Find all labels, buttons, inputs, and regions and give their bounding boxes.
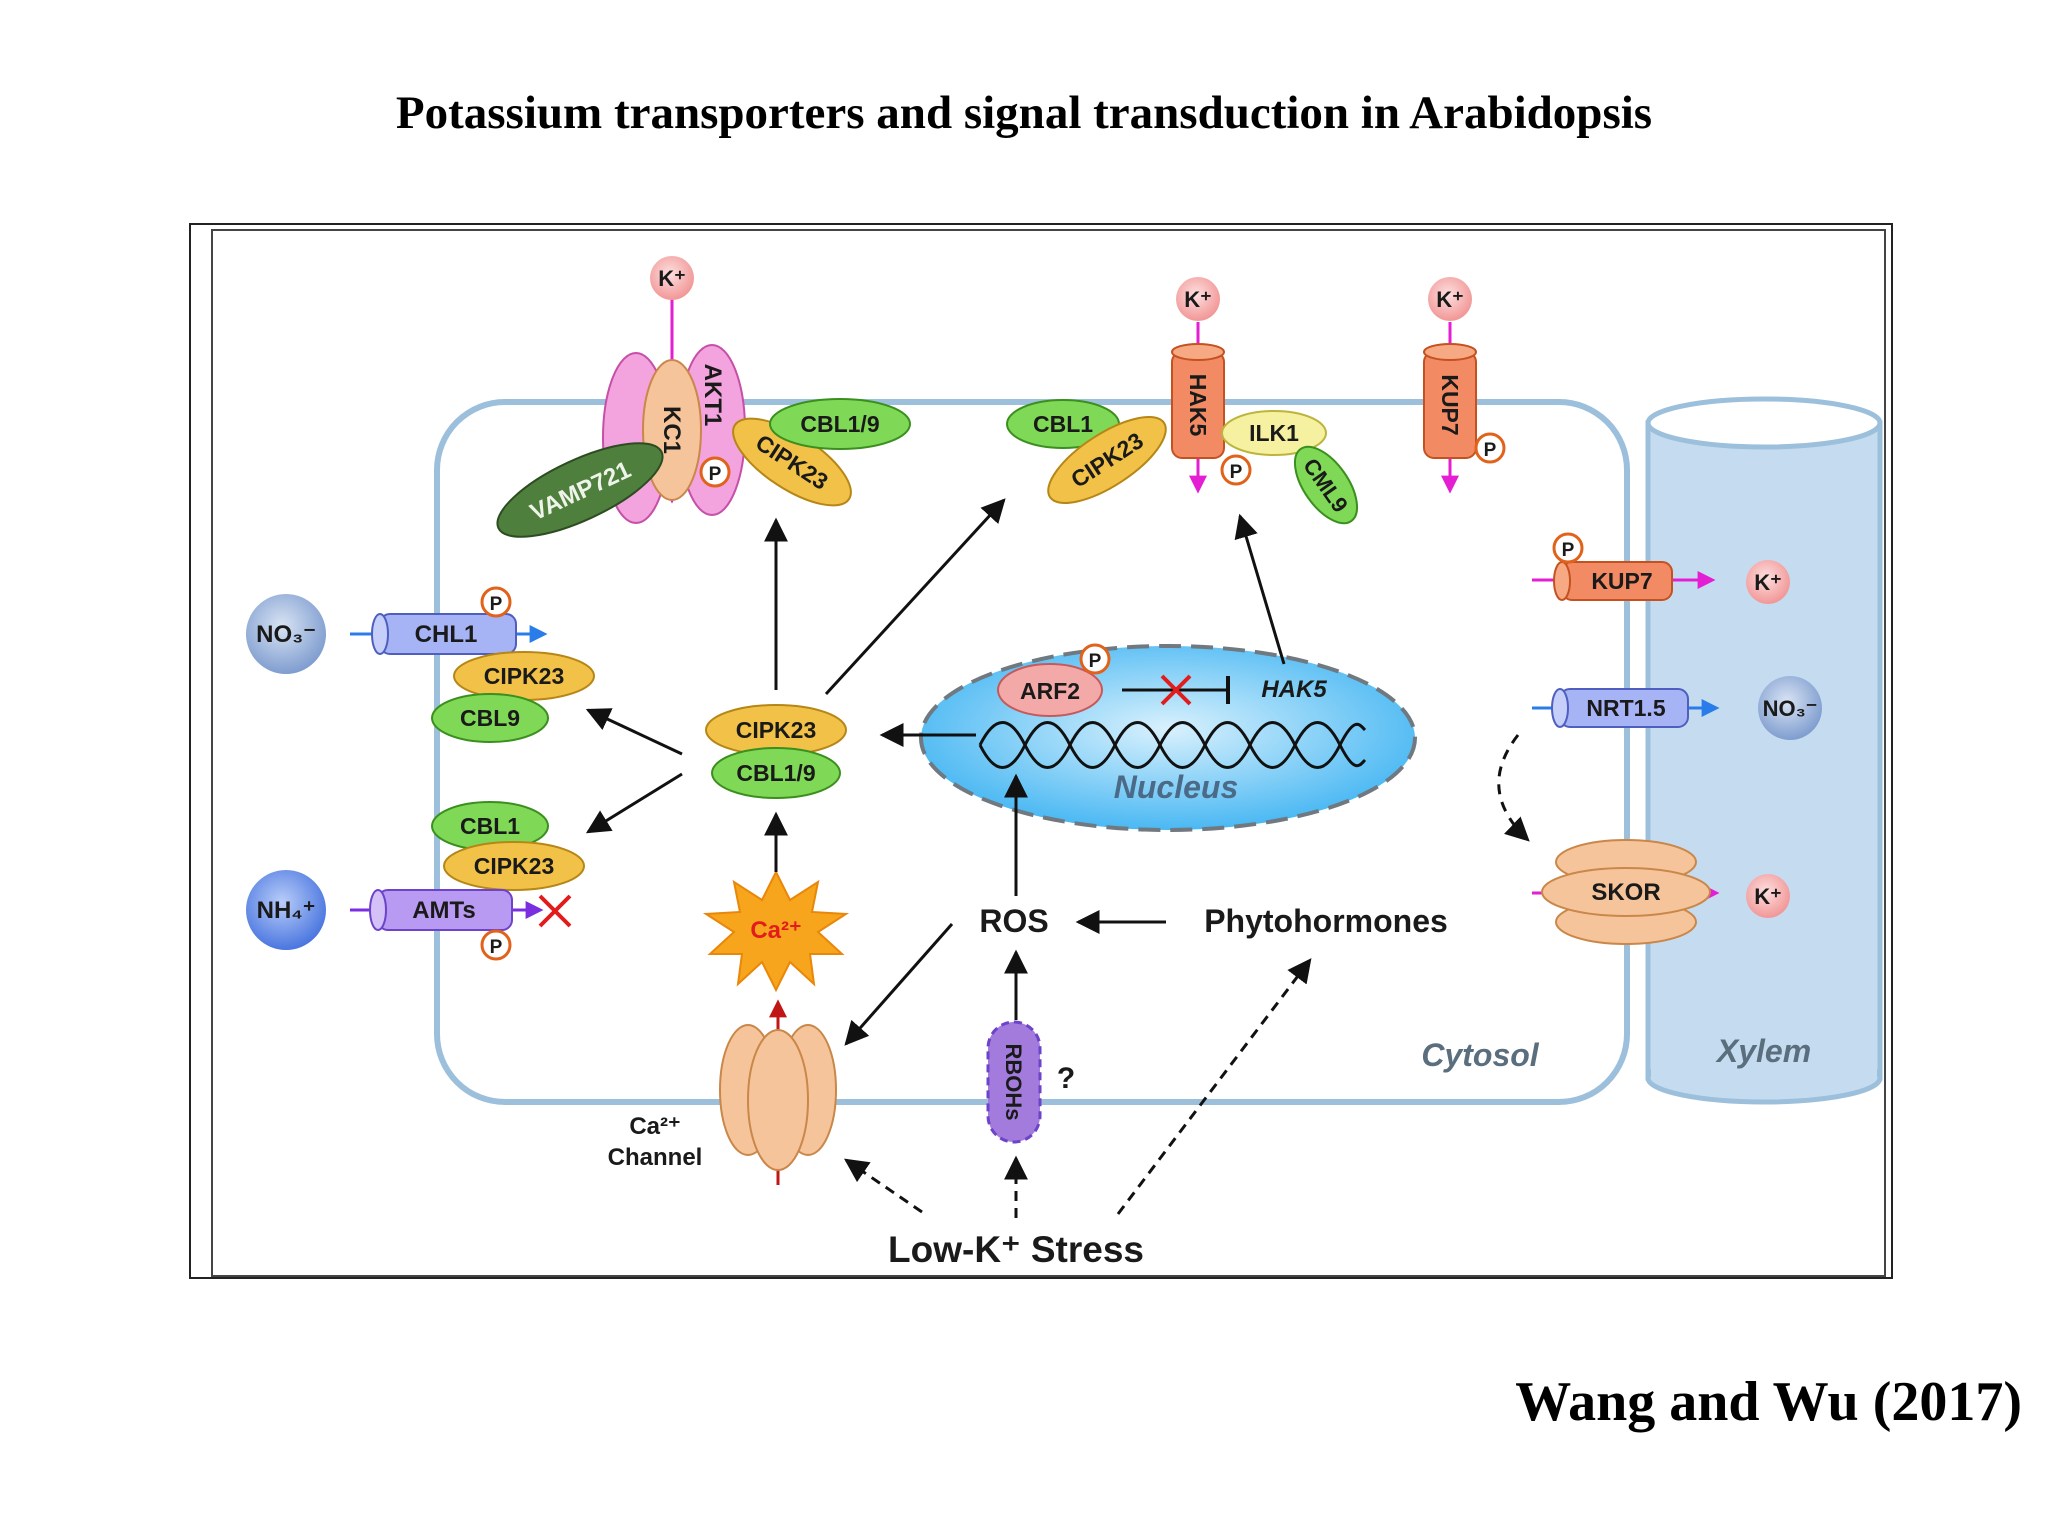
citation: Wang and Wu (2017) <box>1515 1371 2022 1433</box>
svg-text:P: P <box>1562 540 1575 561</box>
ilk1: ILK1 <box>1221 410 1327 456</box>
svg-text:SKOR: SKOR <box>1591 879 1660 906</box>
phytohormones-label: Phytohormones <box>1204 903 1448 939</box>
svg-text:NRT1.5: NRT1.5 <box>1586 695 1665 721</box>
ca-channel <box>719 1024 837 1171</box>
svg-text:P: P <box>1230 462 1243 483</box>
svg-text:P: P <box>490 937 503 958</box>
ca-burst: Ca²⁺ <box>702 869 850 993</box>
svg-text:P: P <box>1089 651 1102 672</box>
svg-text:P: P <box>1484 440 1497 461</box>
phospho-chl1: P <box>480 586 512 618</box>
k-ion-akt1: K⁺ <box>650 256 694 300</box>
skor-channel: SKOR <box>1541 839 1711 945</box>
svg-text:KUP7: KUP7 <box>1437 374 1463 435</box>
svg-text:CBL1/9: CBL1/9 <box>800 411 879 437</box>
hak5-transporter: HAK5 <box>1171 343 1225 459</box>
svg-text:ILK1: ILK1 <box>1249 420 1299 446</box>
chl1-transporter: CHL1 <box>371 613 517 655</box>
hak5-gene-to-protein-arrow <box>1234 513 1286 665</box>
slide-title: Potassium transporters and signal transd… <box>395 87 1653 139</box>
svg-text:K⁺: K⁺ <box>1754 570 1782 595</box>
kup7-xylem: KUP7 <box>1553 561 1673 601</box>
outer-frame <box>189 223 1893 1279</box>
cytosol-label: Cytosol <box>1421 1037 1539 1073</box>
svg-text:AMTs: AMTs <box>412 897 476 924</box>
cbl19-hub: CBL1/9 <box>711 747 841 799</box>
svg-text:NO₃⁻: NO₃⁻ <box>1763 696 1818 721</box>
xylem-vessel <box>1645 396 1883 1105</box>
svg-text:K⁺: K⁺ <box>1184 287 1212 312</box>
no3-ion-xylem: NO₃⁻ <box>1758 676 1822 740</box>
ca-channel-label-2: Channel <box>608 1144 703 1171</box>
nucleus-label: Nucleus <box>1114 769 1238 805</box>
cipk23-amts: CIPK23 <box>443 841 585 891</box>
svg-text:CIPK23: CIPK23 <box>736 717 817 743</box>
rbohs: RBOHs <box>986 1020 1042 1144</box>
svg-text:K⁺: K⁺ <box>1436 287 1464 312</box>
phospho-amts: P <box>480 929 512 961</box>
amts-transporter: AMTs <box>369 889 513 931</box>
svg-text:Ca²⁺: Ca²⁺ <box>750 917 801 944</box>
rbohs-question: ? <box>1057 1062 1075 1095</box>
cipk23-chl1: CIPK23 <box>453 651 595 701</box>
k-ion-xylem-1: K⁺ <box>1746 560 1790 604</box>
phospho-hak5: P <box>1220 454 1252 486</box>
svg-text:P: P <box>709 464 722 485</box>
cbl1-amts: CBL1 <box>431 801 549 851</box>
stress-to-ca-channel-arrow <box>844 1158 923 1214</box>
phospho-kup7: P <box>1474 432 1506 464</box>
svg-text:CIPK23: CIPK23 <box>484 663 565 689</box>
cbl1-hak5: CBL1 <box>1006 399 1120 449</box>
svg-text:KUP7: KUP7 <box>1591 568 1652 594</box>
svg-text:K⁺: K⁺ <box>1754 884 1782 909</box>
hub-to-hak5-arrow <box>824 498 1006 696</box>
svg-text:CIPK23: CIPK23 <box>474 853 555 879</box>
arf2: ARF2 <box>997 663 1103 717</box>
amts-inhibition-mark <box>538 894 572 928</box>
no3-ion-extracellular: NO₃⁻ <box>246 594 326 674</box>
cbl9-chl1: CBL9 <box>431 693 549 743</box>
svg-text:CHL1: CHL1 <box>415 621 478 648</box>
phospho-kup7-xylem: P <box>1552 532 1584 564</box>
stress-to-phytohormones-arrow <box>1116 958 1312 1215</box>
cbl19-akt1: CBL1/9 <box>769 398 911 450</box>
svg-text:P: P <box>490 594 503 615</box>
k-ion-xylem-2: K⁺ <box>1746 874 1790 918</box>
arf2-represses-hak5 <box>1122 674 1230 706</box>
svg-text:CBL1: CBL1 <box>460 813 520 839</box>
xylem-label: Xylem <box>1715 1033 1811 1069</box>
svg-text:NO₃⁻: NO₃⁻ <box>256 621 316 648</box>
svg-text:CBL1: CBL1 <box>1033 411 1093 437</box>
svg-text:RBOHs: RBOHs <box>1001 1043 1026 1120</box>
nrt15: NRT1.5 <box>1551 688 1689 728</box>
phospho-arf2: P <box>1079 643 1111 675</box>
ros-label: ROS <box>979 903 1048 939</box>
phospho-akt1: P <box>699 456 731 488</box>
cipk23-hub: CIPK23 <box>705 704 847 756</box>
akt1-label: AKT1 <box>699 364 726 427</box>
hak5-gene-label: HAK5 <box>1261 676 1327 703</box>
svg-text:NH₄⁺: NH₄⁺ <box>257 897 316 924</box>
nrt15-to-skor-arrow <box>1497 734 1530 842</box>
ros-to-ca-channel-arrow <box>844 923 954 1046</box>
svg-text:K⁺: K⁺ <box>658 266 686 291</box>
ca-channel-label-1: Ca²⁺ <box>629 1113 680 1140</box>
kc1-label: KC1 <box>658 406 685 454</box>
k-ion-kup7: K⁺ <box>1428 277 1472 321</box>
nh4-ion-extracellular: NH₄⁺ <box>246 870 326 950</box>
hub-to-chl1-arrow <box>585 708 683 756</box>
kup7-membrane: KUP7 <box>1423 343 1477 459</box>
k-ion-hak5: K⁺ <box>1176 277 1220 321</box>
svg-text:ARF2: ARF2 <box>1020 678 1080 704</box>
svg-text:HAK5: HAK5 <box>1185 374 1211 437</box>
low-k-stress-label: Low-K⁺ Stress <box>888 1229 1144 1270</box>
svg-text:CBL9: CBL9 <box>460 705 520 731</box>
svg-text:CBL1/9: CBL1/9 <box>736 760 815 786</box>
hub-to-amts-arrow <box>585 772 683 834</box>
